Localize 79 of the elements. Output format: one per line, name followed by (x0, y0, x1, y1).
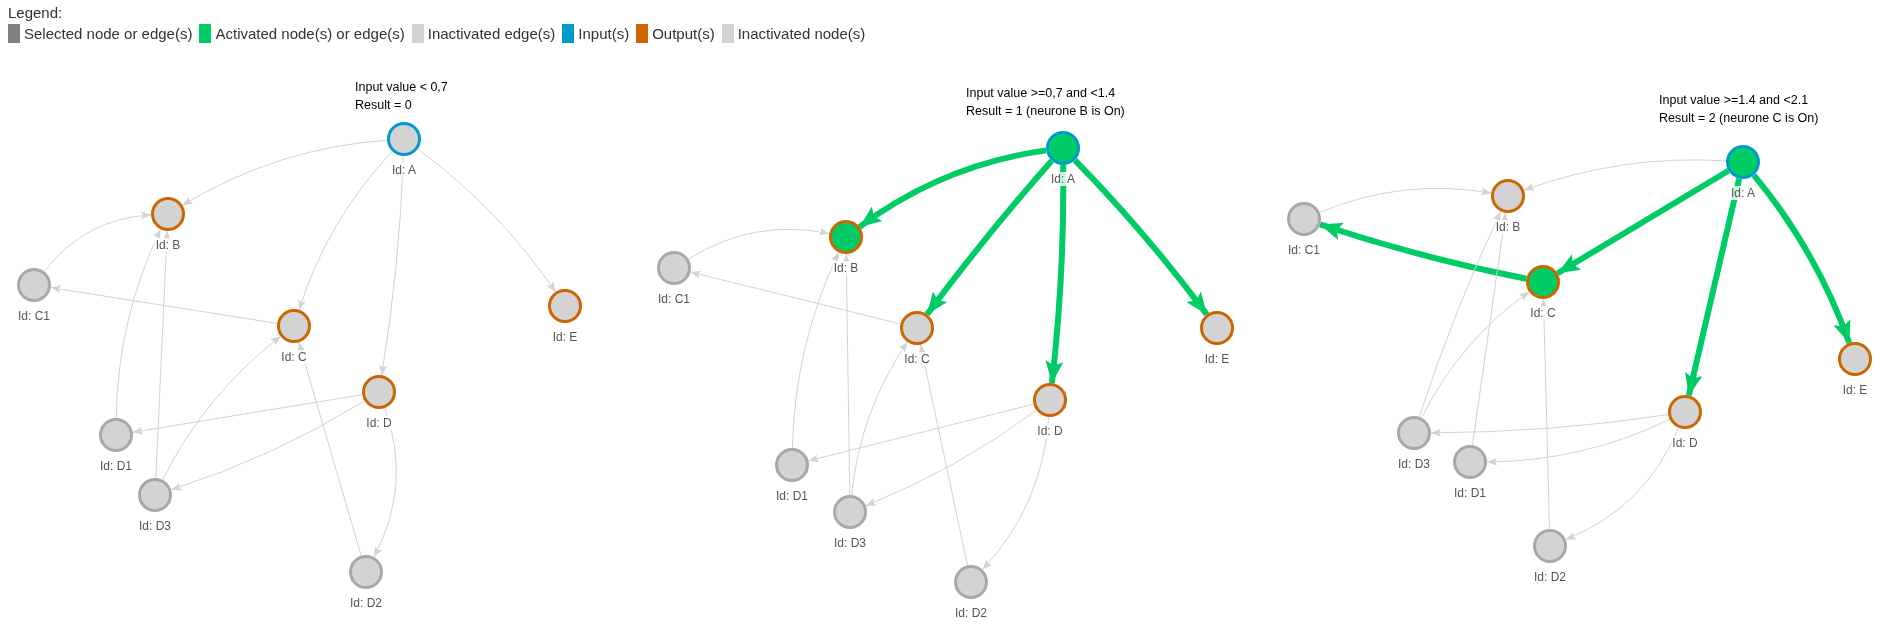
caption-text: Result = 2 (neurone C is On) (1659, 110, 1819, 127)
arrow (43, 211, 152, 272)
arrow (50, 285, 278, 324)
node-label: Id: D3 (138, 519, 172, 533)
legend-label: Output(s) (652, 25, 715, 42)
node-label: Id: A (1730, 186, 1756, 200)
node-label: Id: D (365, 416, 393, 430)
arrow (1421, 291, 1530, 419)
arrow (1565, 427, 1679, 541)
arrow (373, 407, 397, 558)
arrow (115, 228, 162, 419)
arrow (1471, 212, 1509, 446)
node-label: Id: D1 (775, 489, 809, 503)
arrow (1556, 168, 1730, 276)
legend-label: Activated node(s) or edge(s) (215, 25, 405, 42)
node-label: Id: D (1036, 424, 1064, 438)
node-label: Id: C (1529, 306, 1557, 320)
arrow (918, 344, 968, 566)
node-label: Id: C (903, 352, 931, 366)
arrow (1486, 418, 1671, 466)
node-label: Id: D1 (1453, 486, 1487, 500)
legend-title: Legend: (8, 4, 63, 22)
arrow (857, 147, 1047, 230)
arrow (155, 230, 171, 479)
arrow (298, 150, 393, 311)
legend-label: Selected node or edge(s) (24, 25, 193, 42)
arrow (297, 341, 362, 557)
caption-text: Input value >=1.4 and <2.1 (1659, 92, 1809, 109)
node-label: Id: B (154, 238, 182, 252)
legend-label: Inactivated edge(s) (427, 25, 556, 42)
arrow (1418, 210, 1502, 418)
node-label: Id: A (391, 163, 417, 177)
node-label: Id: E (1203, 352, 1231, 366)
arrow (1319, 187, 1492, 213)
node-label: Id: C (280, 350, 308, 364)
arrow (982, 416, 1050, 570)
caption-text: Result = 0 (355, 97, 412, 114)
arrow (417, 148, 556, 293)
arrow (1319, 221, 1527, 282)
caption-text: Input value < 0,7 (355, 79, 448, 96)
arrow (791, 251, 840, 449)
arrow (1751, 173, 1853, 345)
node-label: Id: D2 (954, 606, 988, 620)
node-label: Id: E (1841, 383, 1869, 397)
arrow (1072, 158, 1210, 317)
node-label: Id: C1 (657, 292, 691, 306)
caption-text: Input value >=0,7 and <1.4 (966, 85, 1116, 102)
node-label: Id: D (1671, 436, 1699, 450)
node-label: Id: D2 (1533, 570, 1567, 584)
node-label: Id: D1 (99, 459, 133, 473)
node-label: Id: D3 (1397, 457, 1431, 471)
arrow (865, 409, 1037, 507)
node-label: Id: C1 (17, 309, 51, 323)
arrow (1523, 159, 1727, 191)
node-label: Id: B (1494, 220, 1522, 234)
arrow (170, 400, 365, 491)
node-label: Id: B (832, 261, 860, 275)
arrow (687, 227, 830, 260)
node-label: Id: C1 (1287, 243, 1321, 257)
arrow (1685, 177, 1743, 397)
node-label: Id: A (1050, 172, 1076, 186)
node-label: Id: D2 (349, 596, 383, 610)
arrow (924, 158, 1054, 317)
arrow (690, 270, 901, 325)
arrow (1045, 164, 1067, 384)
caption-text: Result = 1 (neurone B is On) (966, 103, 1125, 120)
arrow (132, 394, 363, 435)
arrow (162, 335, 281, 481)
arrow (379, 155, 404, 376)
arrow (1430, 414, 1669, 437)
arrow (851, 341, 908, 496)
arrow (842, 253, 851, 496)
legend-label: Inactivated node(s) (737, 25, 866, 42)
arrow (182, 139, 388, 206)
arrow (808, 403, 1034, 463)
node-label: Id: D3 (833, 536, 867, 550)
legend-label: Input(s) (578, 25, 630, 42)
arrow (1539, 298, 1550, 530)
node-label: Id: E (551, 330, 579, 344)
